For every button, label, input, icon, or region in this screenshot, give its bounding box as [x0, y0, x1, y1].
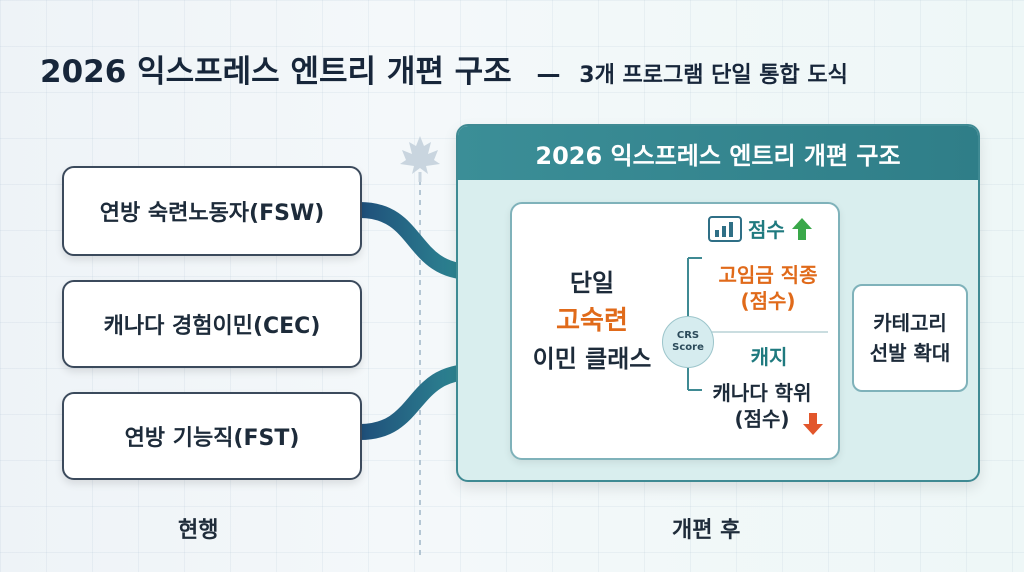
title-dash: — [536, 60, 561, 88]
reformed-label: 개편 후 [672, 518, 741, 543]
category-selection-box: 카테고리 선발 확대 [852, 284, 968, 392]
class-line-3: 이민 클래스 [532, 345, 652, 373]
bar-chart-icon [708, 215, 742, 242]
arrow-up-icon [791, 217, 812, 240]
degree-line-1: 캐나다 학위 [712, 381, 812, 405]
program-cec-box: 캐나다 경험이민(CEC) [62, 280, 362, 368]
high-wage-line-2: (점수) [740, 289, 796, 313]
panel-title: 2026 익스프레스 엔트리 개편 구조 [458, 126, 978, 180]
reformed-panel: 2026 익스프레스 엔트리 개편 구조 단일 고숙련 이민 클래스 CRS S… [456, 124, 980, 482]
class-line-1: 단일 [569, 269, 615, 297]
crs-score-badge: CRS Score [662, 316, 714, 368]
page-title: 2026 익스프레스 엔트리 개편 구조 — 3개 프로그램 단일 통합 도식 [40, 46, 1000, 91]
title-subtitle: 3개 프로그램 단일 통합 도식 [579, 63, 848, 88]
arrow-fst [359, 364, 473, 440]
score-label: 점수 [748, 218, 785, 242]
crs-line-1: CRS [676, 330, 700, 341]
current-label: 현행 [178, 518, 219, 543]
high-wage-item: 고임금 직종 (점수) [702, 262, 834, 314]
class-line-2: 고숙련 [556, 306, 628, 336]
arrow-fsw [359, 202, 473, 280]
title-main: 2026 익스프레스 엔트리 개편 구조 [40, 54, 512, 90]
score-up-row: 점수 [708, 214, 813, 243]
canadian-degree-item: 캐나다 학위 (점수) [702, 380, 822, 432]
down-label: 캐지 [750, 345, 788, 369]
category-line-2: 선발 확대 [869, 341, 951, 365]
degree-line-2: (점수) [734, 407, 790, 431]
high-wage-line-1: 고임금 직종 [718, 263, 818, 287]
program-fsw-box: 연방 숙련노동자(FSW) [62, 166, 362, 256]
crs-line-2: Score [672, 342, 704, 353]
maple-leaf-icon [400, 136, 440, 182]
single-class-text: 단일 고숙련 이민 클래스 [522, 264, 662, 378]
arrow-down-icon [803, 413, 823, 435]
category-line-1: 카테고리 [873, 311, 947, 335]
single-class-box: 단일 고숙련 이민 클래스 CRS Score 점수 [510, 202, 840, 460]
program-fst-box: 연방 기능직(FST) [62, 392, 362, 480]
